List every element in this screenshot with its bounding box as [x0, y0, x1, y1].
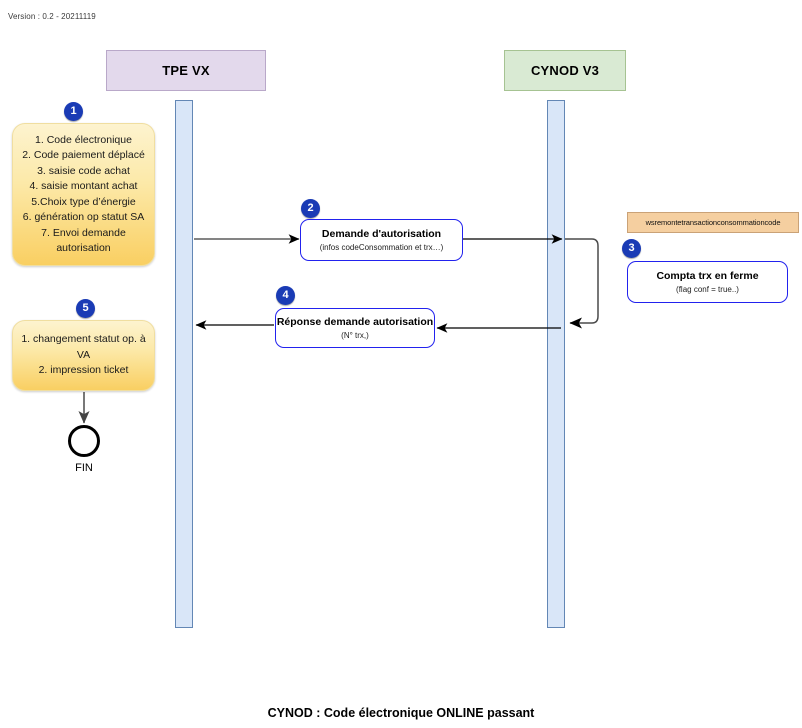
message-compta-trx-en-ferme: Compta trx en ferme (flag conf = true..): [627, 261, 788, 303]
note5-line-1: 1. changement statut op. à: [21, 333, 146, 346]
version-stamp: Version : 0.2 - 20211119: [8, 12, 96, 21]
note1-line-8: autorisation: [56, 242, 111, 254]
note-tpe-steps: 1. Code électronique 2. Code paiement dé…: [12, 123, 155, 266]
message-2-title: Demande d'autorisation: [321, 228, 442, 240]
note1-line-2: 2. Code paiement déplacé: [22, 149, 145, 161]
ws-operation-label: wsremontetransactionconsommationcode: [627, 212, 799, 233]
message-3-subtitle: (flag conf = true..): [676, 285, 739, 294]
diagram-caption: CYNOD : Code électronique ONLINE passant: [267, 706, 535, 720]
message-4-title: Réponse demande autorisation: [276, 316, 434, 328]
end-terminator-icon: [68, 425, 100, 457]
step-badge-3: 3: [622, 239, 641, 258]
note1-line-5: 5.Choix type d’énergie: [31, 195, 136, 208]
message-4-subtitle: (N° trx,): [341, 331, 369, 340]
step-badge-1: 1: [64, 102, 83, 121]
step-badge-5: 5: [76, 299, 95, 318]
note1-line-6: 6. génération op statut SA: [22, 211, 145, 223]
end-terminator-label: FIN: [75, 462, 93, 474]
participant-tpe-vx: TPE VX: [106, 50, 266, 91]
note1-line-3: 3. saisie code achat: [37, 164, 130, 177]
message-3-title: Compta trx en ferme: [656, 270, 759, 282]
note5-line-3: 2. impression ticket: [38, 364, 129, 377]
note5-line-2: VA: [76, 348, 91, 361]
note1-line-7: 7. Envoi demande: [41, 226, 126, 239]
participant-cynod-v3: CYNOD V3: [504, 50, 626, 91]
step-badge-4: 4: [276, 286, 295, 305]
step-badge-2: 2: [301, 199, 320, 218]
note1-line-4: 4. saisie montant achat: [29, 180, 138, 192]
message-demande-autorisation: Demande d'autorisation (infos codeConsom…: [300, 219, 463, 261]
message-reponse-demande-autorisation: Réponse demande autorisation (N° trx,): [275, 308, 435, 348]
message-2-subtitle: (infos codeConsommation et trx…): [319, 243, 444, 252]
lifeline-tpe-vx: [175, 100, 193, 628]
note-tpe-final-steps: 1. changement statut op. à VA 2. impress…: [12, 320, 155, 391]
note1-line-1: 1. Code électronique: [35, 133, 132, 146]
lifeline-cynod-v3: [547, 100, 565, 628]
